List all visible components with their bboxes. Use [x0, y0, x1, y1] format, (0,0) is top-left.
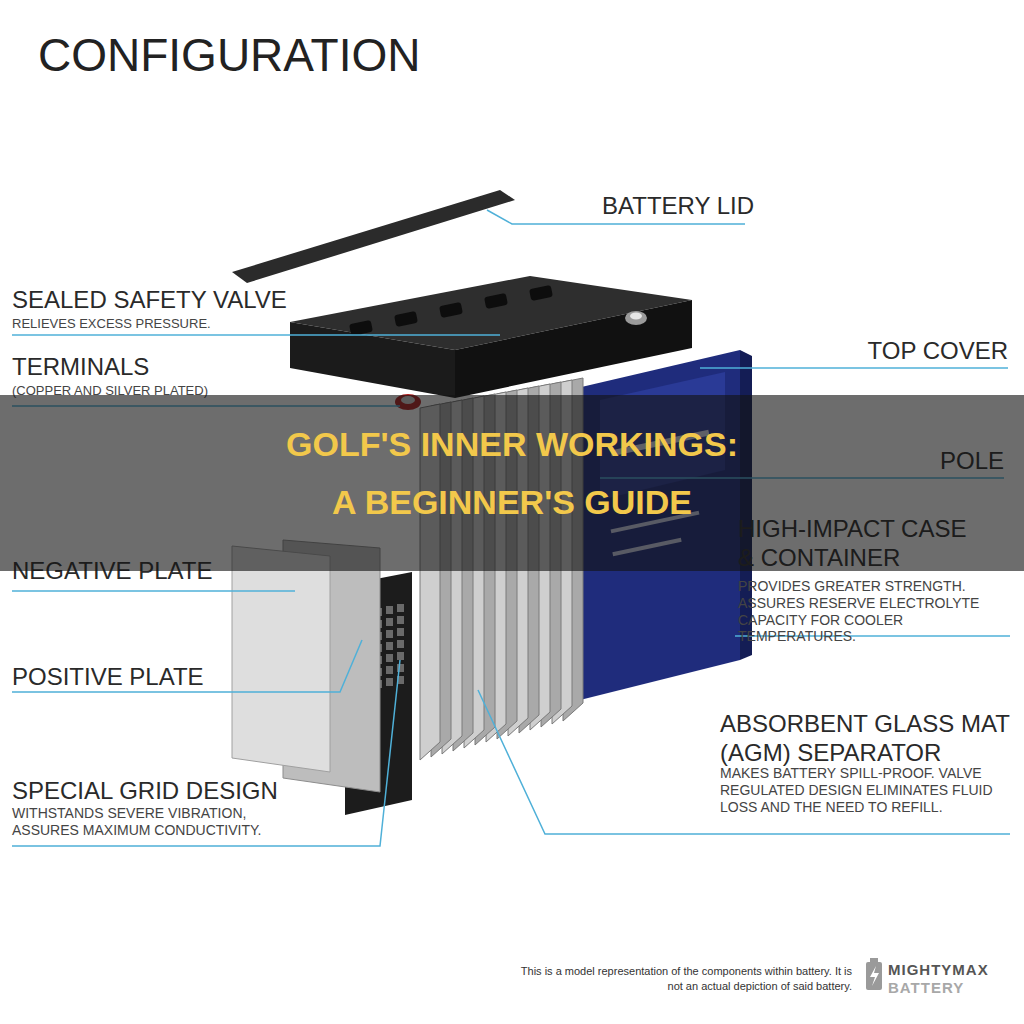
- grid-hole: [386, 666, 393, 674]
- vent-cap: [484, 293, 508, 309]
- part-note: RELIEVES EXCESS PRESSURE.: [12, 316, 211, 332]
- grid-hole: [386, 606, 393, 614]
- grid-hole: [386, 654, 393, 662]
- logo-text: MIGHTYMAX: [888, 961, 989, 979]
- part-name: POSITIVE PLATE: [12, 663, 204, 692]
- part-note: PROVIDES GREATER STRENGTH. ASSURES RESER…: [738, 578, 1018, 645]
- vent-cap: [349, 320, 373, 336]
- leader-line: [12, 640, 362, 692]
- part-name: BATTERY LID: [602, 192, 754, 221]
- vent-cap: [529, 285, 553, 301]
- part-name: SPECIAL GRID DESIGN: [12, 777, 278, 806]
- diagram-title: CONFIGURATION: [38, 28, 420, 83]
- top-cover-front: [290, 322, 455, 398]
- grid-hole: [397, 652, 404, 660]
- battery-lid: [232, 190, 515, 283]
- negative-terminal: [625, 311, 647, 325]
- disclaimer-note: This is a model representation of the co…: [520, 964, 852, 994]
- logo-icon-cap: [870, 958, 878, 962]
- grid-hole: [397, 664, 404, 672]
- part-name: ABSORBENT GLASS MAT (AGM) SEPARATOR: [720, 710, 1010, 768]
- banner-heading: GOLF'S INNER WORKINGS: A BEGINNER'S GUID…: [277, 395, 747, 531]
- vent-caps: [349, 285, 553, 336]
- terminal-bolt: [630, 313, 642, 320]
- grid-hole: [386, 678, 393, 686]
- logo-icon: [866, 962, 882, 990]
- title-banner: GOLF'S INNER WORKINGS: A BEGINNER'S GUID…: [0, 395, 1024, 571]
- grid-hole: [397, 616, 404, 624]
- logo-bolt: [870, 966, 879, 986]
- grid-hole: [397, 604, 404, 612]
- grid-hole: [386, 618, 393, 626]
- top-cover-side: [455, 300, 692, 398]
- leader-line: [12, 660, 400, 846]
- grid-hole: [397, 628, 404, 636]
- grid-hole: [386, 630, 393, 638]
- part-note: MAKES BATTERY SPILL-PROOF. VALVE REGULAT…: [720, 765, 1012, 815]
- negative-plate: [232, 546, 330, 772]
- grid-hole: [397, 640, 404, 648]
- leader-line: [12, 334, 500, 336]
- leader-line: [700, 367, 1008, 369]
- leader-line: [12, 590, 295, 592]
- grid-hole: [386, 642, 393, 650]
- vent-cap: [439, 302, 463, 318]
- part-name: SEALED SAFETY VALVE: [12, 286, 287, 315]
- logo-text: BATTERY: [888, 979, 964, 997]
- vent-cap: [394, 311, 418, 327]
- part-name: TOP COVER: [868, 337, 1008, 366]
- part-note: WITHSTANDS SEVERE VIBRATION, ASSURES MAX…: [12, 805, 312, 839]
- part-name: TERMINALS: [12, 353, 149, 382]
